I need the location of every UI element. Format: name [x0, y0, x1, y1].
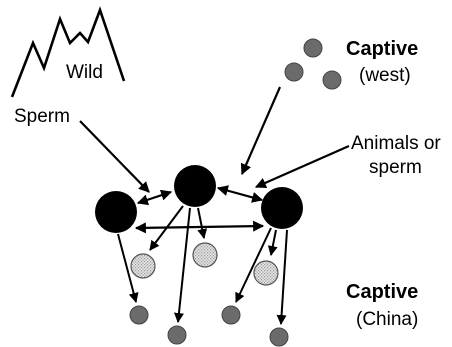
label-wild: Wild	[66, 62, 103, 83]
china-large-node-left	[95, 191, 137, 233]
label-captive-china-title: Captive	[346, 281, 419, 303]
arrow-right-to-small4	[276, 229, 288, 325]
china-large-node-right	[261, 187, 303, 229]
arrow-center-to-hatched1	[149, 205, 184, 251]
china-small-node-2	[167, 325, 187, 345]
arrow-west-to-right	[240, 86, 282, 176]
west-node-left	[284, 62, 304, 82]
arrow-center-right	[216, 185, 264, 203]
arrow-right-to-small3	[235, 227, 272, 303]
china-small-node-1	[129, 305, 149, 325]
mountain-outline	[10, 6, 126, 98]
china-small-node-4	[269, 327, 289, 347]
west-node-right	[322, 70, 342, 90]
arrow-left-to-small1	[117, 233, 139, 303]
hatched-node-2	[192, 242, 218, 268]
label-animals-or: Animals or	[351, 133, 441, 154]
label-sperm: Sperm	[14, 106, 70, 127]
label-captive-west-title: Captive	[346, 38, 419, 60]
arrow-animals-to-right	[254, 144, 350, 189]
arrow-left-center	[136, 189, 173, 206]
hatched-node-3	[253, 260, 279, 286]
arrow-sperm-to-center	[79, 120, 150, 193]
label-captive-west-subtitle: (west)	[359, 65, 411, 86]
west-node-top	[303, 38, 323, 58]
label-sperm-line2: sperm	[369, 157, 422, 178]
arrow-left-right	[134, 220, 265, 234]
china-small-node-3	[221, 305, 241, 325]
label-captive-china-subtitle: (China)	[356, 309, 419, 330]
china-large-node-center	[174, 165, 216, 207]
arrow-right-to-hatched3	[267, 229, 278, 256]
hatched-node-1	[130, 253, 156, 279]
arrow-center-to-small2	[173, 207, 191, 323]
arrow-center-to-hatched2	[197, 207, 208, 239]
